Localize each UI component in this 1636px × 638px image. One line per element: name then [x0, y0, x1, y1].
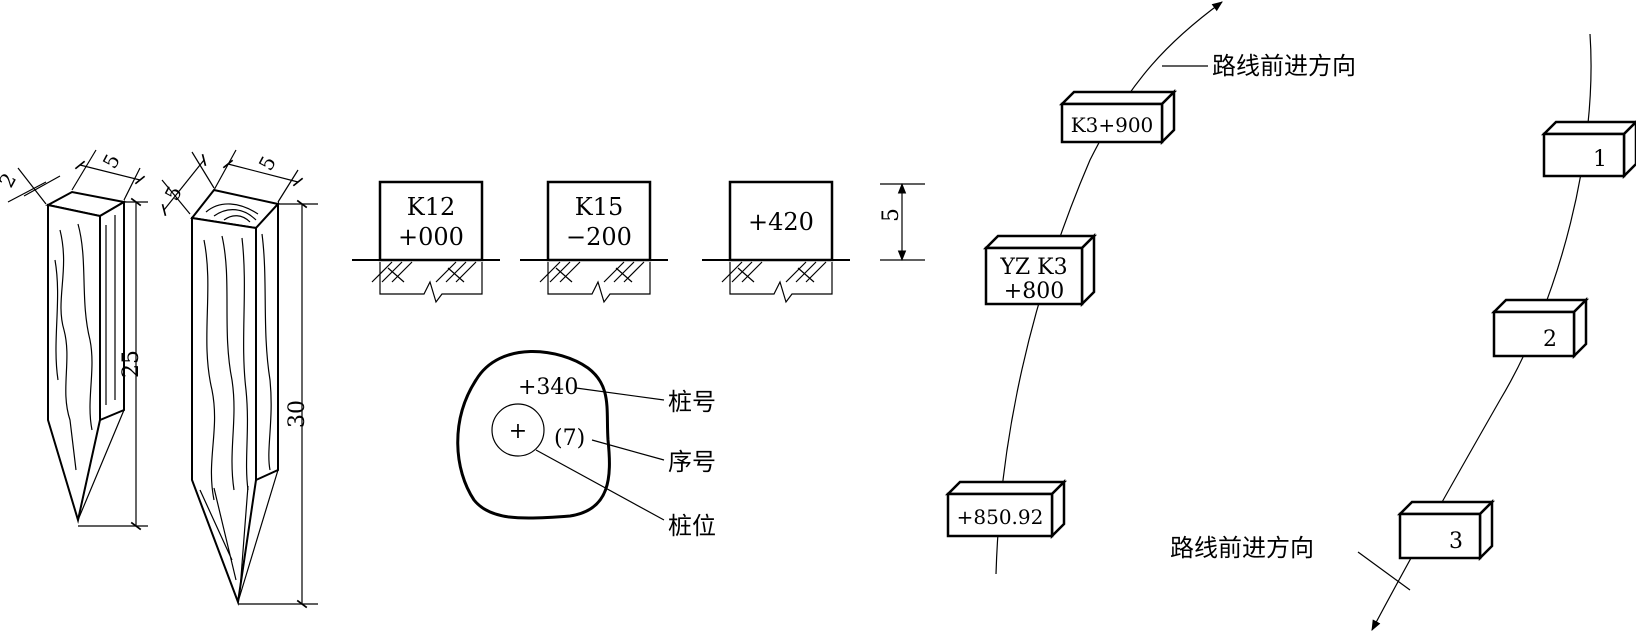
route-right: 路线前进方向 1 2 3 [1170, 33, 1636, 631]
legend-serial-number: (7) [554, 426, 585, 451]
ground-stake-3-line1: +420 [748, 208, 814, 236]
route-right-stake-1-label: 1 [1593, 147, 1607, 172]
route-left-stake-2: YZ K3 +800 [982, 232, 1098, 308]
route-right-stake-2-label: 2 [1543, 327, 1557, 352]
ground-stake-2: K15 −200 [520, 180, 668, 304]
route-left-stake-3-line1: +850.92 [957, 505, 1044, 529]
route-right-direction-label: 路线前进方向 [1170, 534, 1314, 562]
route-right-stake-2: 2 [1490, 296, 1590, 360]
ground-stake-2-line1: K15 [575, 193, 623, 221]
route-left-stake-2-line2: +800 [1004, 279, 1064, 304]
legend-stake-number: +340 [518, 375, 578, 400]
stake-height-dim: 5 [879, 208, 904, 222]
label-serial-number: 序号 [668, 448, 716, 476]
label-stake-number: 桩号 [668, 388, 716, 416]
route-left-stake-1: K3+900 [1058, 88, 1178, 146]
route-left: 路线前进方向 K3+900 YZ K3 +800 +850.92 [944, 1, 1356, 575]
stake-height-dimension: 5 [879, 182, 925, 262]
route-left-stake-3: +850.92 [944, 478, 1068, 540]
small-stake-thickness-dim: 2 [0, 169, 21, 192]
route-left-stake-2-line1: YZ K3 [999, 255, 1067, 280]
small-stake-width-dim: 5 [98, 150, 125, 173]
ground-stake-1-line1: K12 [407, 193, 455, 221]
large-wooden-stake: 5 5 30 [160, 149, 318, 609]
small-stake-length-dim: 25 [119, 350, 144, 378]
ground-stake-2-line2: −200 [566, 223, 632, 251]
ground-stake-1-line2: +000 [398, 223, 464, 251]
ground-stake-3: +420 [702, 180, 850, 304]
route-right-stake-1: 1 [1540, 120, 1636, 180]
route-left-stake-1-line1: K3+900 [1071, 113, 1154, 137]
ground-stake-1: K12 +000 [352, 180, 500, 304]
large-stake-length-dim: 30 [285, 400, 310, 428]
large-stake-thickness-dim: 5 [160, 182, 187, 205]
label-stake-position: 桩位 [668, 512, 716, 540]
small-wooden-stake: 2 5 25 [0, 149, 148, 531]
route-left-direction-label: 路线前进方向 [1212, 52, 1356, 80]
route-right-stake-3-label: 3 [1449, 529, 1463, 554]
route-right-stake-3: 3 [1396, 498, 1496, 562]
stake-marking-legend: + +340 (7) 桩号 序号 桩位 [456, 350, 716, 540]
center-mark: + [509, 419, 527, 444]
